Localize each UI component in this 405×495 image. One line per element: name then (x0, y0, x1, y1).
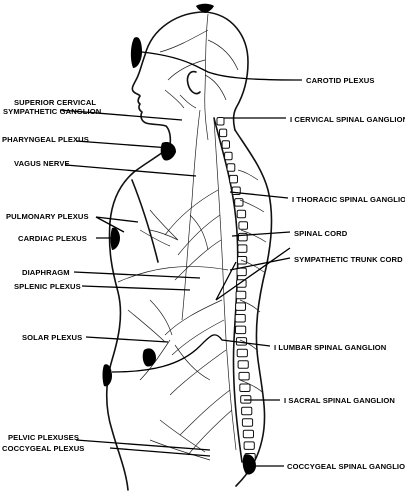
ganglion-markers (102, 3, 256, 475)
label-carotid-plexus: CAROTID PLEXUS (306, 76, 374, 85)
label-sacral-spinal-ganglion: I SACRAL SPINAL GANGLION (284, 396, 395, 405)
label-solar-plexus: SOLAR PLEXUS (22, 333, 82, 342)
label-pulmonary-plexus: PULMONARY PLEXUS (6, 212, 89, 221)
label-vagus-nerve: VAGUS NERVE (14, 159, 70, 168)
vertebra (236, 279, 247, 288)
label-superior-cervical-line2: SYMPATHETIC GANGLION (3, 107, 101, 116)
vertebra (236, 267, 247, 277)
face-marker (130, 37, 142, 68)
vertebra (237, 360, 249, 369)
vertebra (229, 174, 239, 184)
label-superior-cervical-line1: SUPERIOR CERVICAL (14, 98, 96, 107)
label-coccygeal-plexus: COCCYGEAL PLEXUS (2, 444, 84, 453)
label-coccygeal-spinal-ganglion: COCCYGEAL SPINAL GANGLION (287, 462, 405, 471)
vertebra (238, 221, 248, 230)
vertebra (216, 117, 225, 126)
vertebra (224, 151, 233, 161)
solar-marker (142, 348, 156, 367)
nerve-network (117, 13, 267, 461)
vertebra (219, 128, 228, 138)
label-lumbar-spinal-ganglion: I LUMBAR SPINAL GANGLION (274, 343, 386, 352)
vertebra (234, 314, 246, 323)
vertebra (238, 371, 250, 381)
vertebra (243, 441, 255, 450)
vertebra (241, 418, 254, 427)
vertebra (235, 302, 247, 311)
label-cardiac-plexus: CARDIAC PLEXUS (18, 234, 87, 243)
vertebra (234, 198, 244, 207)
vertebra (221, 140, 231, 149)
label-spinal-cord: SPINAL CORD (294, 229, 348, 238)
label-pelvic-plexuses: PELVIC PLEXUSES (8, 433, 79, 442)
spine (213, 117, 256, 463)
coccyx-marker (242, 454, 256, 475)
vertebra (236, 348, 248, 358)
vertebra (237, 244, 248, 253)
vertebra (236, 209, 247, 219)
labels: CAROTID PLEXUS SUPERIOR CERVICAL SYMPATH… (2, 76, 405, 471)
label-cervical-spinal-ganglion: I CERVICAL SPINAL GANGLION (290, 115, 405, 124)
vertebra (239, 383, 251, 392)
top-marker (196, 3, 214, 13)
vertebra (241, 406, 253, 416)
abdomen-marker (102, 364, 112, 387)
chest-marker (110, 227, 120, 250)
label-thoracic-spinal-ganglion: I THORACIC SPINAL GANGLION (292, 195, 405, 204)
label-pharyngeal-plexus: PHARYNGEAL PLEXUS (2, 135, 89, 144)
vertebra (242, 429, 255, 439)
label-sympathetic-trunk-cord: SYMPATHETIC TRUNK CORD (294, 255, 403, 264)
vertebra (226, 163, 236, 172)
label-diaphragm: DIAPHRAGM (22, 268, 70, 277)
label-splenic-plexus: SPLENIC PLEXUS (14, 282, 81, 291)
chin-marker (160, 142, 176, 161)
vertebra (235, 325, 247, 335)
leader-lines (59, 51, 303, 467)
vertebra (235, 290, 247, 300)
